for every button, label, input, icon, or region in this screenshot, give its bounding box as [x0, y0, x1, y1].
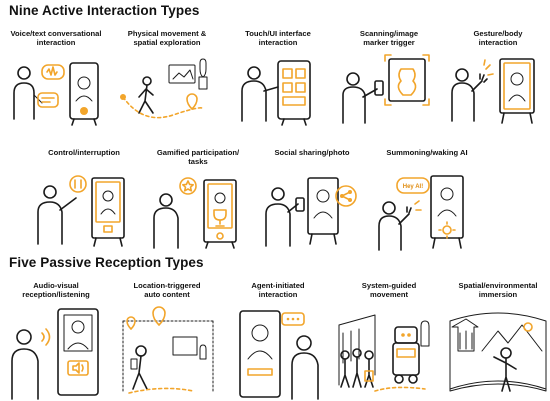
- hey-ai-bubble-text: Hey AI!: [403, 184, 423, 190]
- spatial-immersion-illustration: [449, 312, 547, 392]
- location-triggered-illustration: [122, 306, 214, 394]
- caption: Summoning/waking AI: [386, 148, 468, 157]
- gamified-illustration: [153, 177, 237, 249]
- social-sharing-illustration: [265, 177, 357, 247]
- scanning-illustration: [342, 54, 430, 124]
- caption: Social sharing/photo: [274, 148, 350, 157]
- physical-movement-illustration: [120, 58, 208, 119]
- caption: Physical movement &spatial exploration: [127, 29, 207, 47]
- active-type-social-sharing: Social sharing/photo: [256, 148, 368, 252]
- gesture-illustration: [451, 58, 535, 124]
- active-type-summoning: Summoning/waking AI Hey AI!: [371, 148, 483, 252]
- active-type-gamified: Gamified participation/tasks: [142, 148, 254, 252]
- caption: Control/interruption: [48, 148, 120, 157]
- system-guided-illustration: [338, 314, 430, 392]
- touch-ui-illustration: [241, 60, 311, 126]
- caption: Gamified participation/tasks: [156, 148, 240, 166]
- active-section-title: Nine Active Interaction Types: [9, 3, 200, 18]
- passive-section-title: Five Passive Reception Types: [9, 255, 204, 270]
- control-illustration: [37, 175, 125, 247]
- active-type-control: Control/interruption: [28, 148, 140, 252]
- voice-text-illustration: [13, 62, 99, 126]
- agent-initiated-illustration: [239, 310, 319, 400]
- audio-visual-illustration: [11, 308, 99, 400]
- active-type-physical-movement: Physical movement &spatial exploration: [113, 29, 221, 129]
- summoning-illustration: Hey AI!: [378, 175, 464, 251]
